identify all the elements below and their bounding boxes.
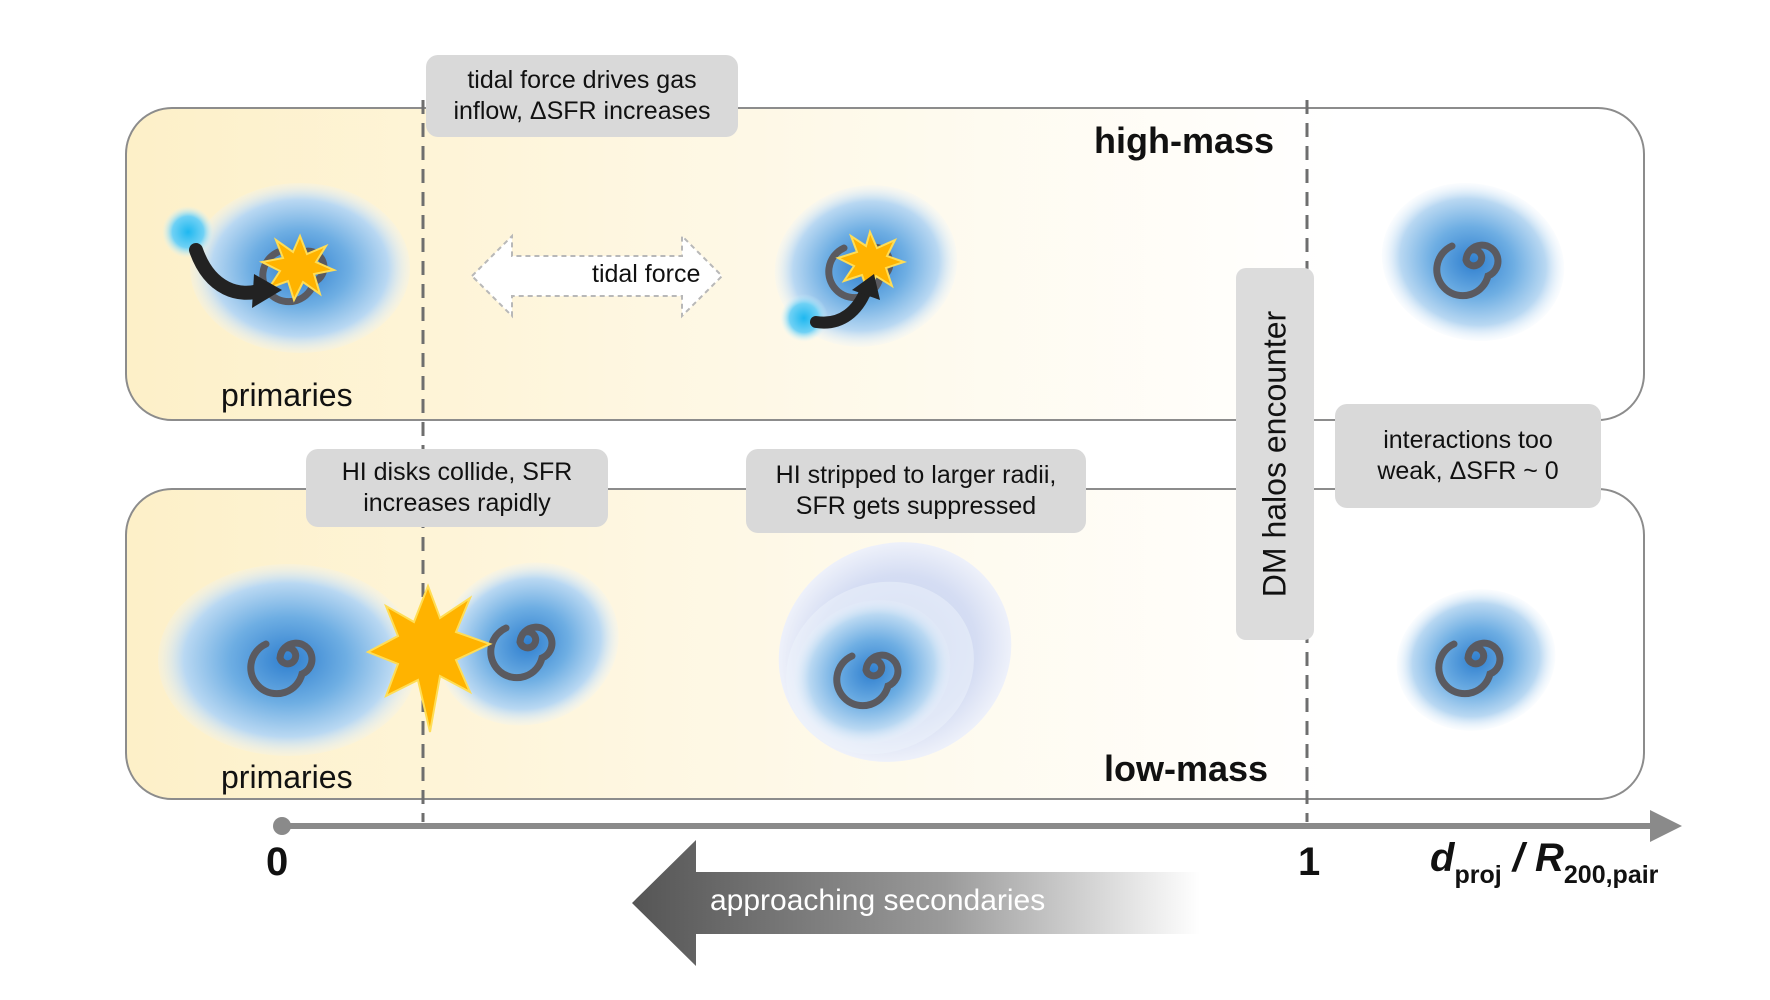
callout-hi-collide: HI disks collide, SFR increases rapidly (306, 449, 608, 527)
companion-blob-icon (162, 206, 214, 258)
galaxy-icon (1381, 182, 1565, 342)
axis-label-sub1: proj (1454, 861, 1502, 889)
stripped-galaxy-icon (778, 542, 1012, 762)
callout-line: HI disks collide, SFR (341, 458, 573, 486)
callout-line: HI stripped to larger radii, (775, 461, 1057, 489)
callout-tidal-gas: tidal force drives gas inflow, ΔSFR incre… (426, 55, 738, 137)
callout-line: inflow, ΔSFR increases (453, 97, 711, 125)
curved-arrow-icon (810, 274, 880, 329)
dm-halos-label: DM halos encounter (1256, 310, 1293, 598)
callout-line: tidal force drives gas (467, 66, 697, 94)
callout-weak: interactions too weak, ΔSFR ~ 0 (1335, 404, 1601, 508)
high-mass-title: high-mass (1094, 120, 1275, 161)
low-mass-title: low-mass (1104, 748, 1269, 789)
starburst-icon (258, 233, 338, 303)
axis-label-sep: / R (1501, 836, 1564, 880)
primaries-label-bottom: primaries (221, 759, 353, 795)
callout-line: weak, ΔSFR ~ 0 (1377, 457, 1559, 485)
callout-hi-stripped: HI stripped to larger radii, SFR gets sup… (746, 449, 1086, 533)
tick-1: 1 (1298, 840, 1321, 884)
curved-arrow-icon (189, 243, 282, 308)
callout-line: increases rapidly (363, 489, 551, 517)
galaxy-icon (437, 562, 619, 726)
primaries-label-top: primaries (221, 377, 353, 413)
tidal-force-label: tidal force (592, 260, 701, 288)
axis-label-sub2: 200,pair (1563, 861, 1659, 889)
left-arrow-icon (632, 840, 1200, 966)
double-arrow-icon (470, 233, 724, 319)
x-axis-arrowhead (1650, 810, 1682, 842)
approaching-secondaries-label: approaching secondaries (710, 884, 1046, 917)
galaxy-icon (158, 564, 418, 756)
tick-0: 0 (266, 840, 289, 884)
callout-line: SFR gets suppressed (795, 492, 1037, 520)
dm-halos-box (1236, 268, 1314, 640)
callout-line: interactions too (1383, 426, 1553, 454)
x-axis-label: dproj / R200,pair (1430, 836, 1658, 889)
starburst-icon (365, 583, 493, 733)
x-axis-origin-dot (273, 817, 291, 835)
galaxy-icon (1396, 589, 1556, 731)
axis-label-main: d (1430, 836, 1455, 880)
companion-blob-icon (780, 294, 828, 342)
